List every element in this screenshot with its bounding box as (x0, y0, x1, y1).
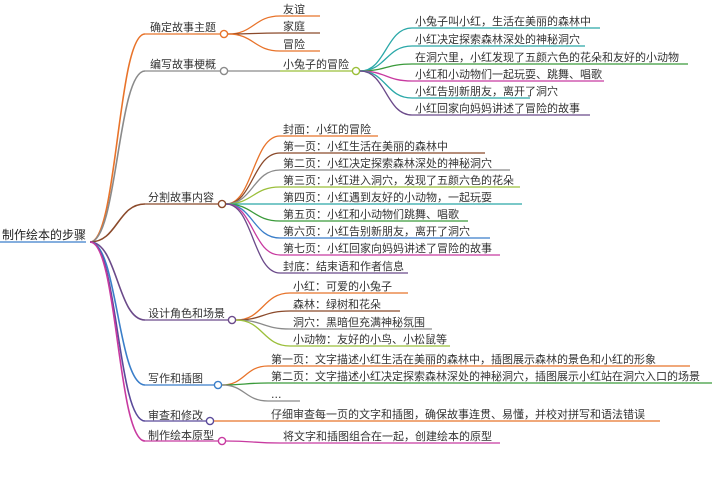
design-xiaohong[interactable]: 小红：可爱的小兔子 (293, 280, 392, 293)
branch-review[interactable]: 审查和修改 (148, 409, 203, 422)
leaf-connector (221, 384, 269, 402)
branch-design[interactable]: 设计角色和场景 (148, 307, 225, 320)
leaf-connector (225, 152, 281, 205)
design-animals[interactable]: 小动物：友好的小鸟、小松鼠等 (293, 333, 447, 346)
branch-collapse-dot[interactable] (219, 29, 229, 39)
writing-page-2[interactable]: 第二页：文字描述小红决定探索森林深处的神秘洞穴，插图展示小红站在洞穴入口的场景 (271, 370, 700, 383)
root-node[interactable]: 制作绘本的步骤 (2, 228, 87, 242)
outline-item-5[interactable]: 小红告别新朋友，离开了洞穴 (415, 85, 558, 98)
page-1[interactable]: 第一页：小红生活在美丽的森林中 (283, 140, 448, 153)
root-branch-connector (89, 70, 146, 243)
outline-story-node[interactable]: 小兔子的冒险 (283, 58, 349, 71)
writing-more[interactable]: ... (271, 388, 282, 401)
leaf-connector (225, 135, 281, 205)
branch-writing[interactable]: 写作和插图 (148, 372, 203, 385)
topic-friendship[interactable]: 友谊 (283, 3, 305, 16)
topic-adventure[interactable]: 冒险 (283, 38, 305, 51)
branch-collapse-dot[interactable] (217, 199, 227, 209)
writing-page-1[interactable]: 第一页：文字描述小红生活在美丽的森林中，插图展示森林的景色和小红的形象 (271, 353, 656, 366)
node-collapse-dot[interactable] (351, 66, 361, 76)
leaf-connector (235, 319, 291, 347)
page-back-cover[interactable]: 封底：结束语和作者信息 (283, 260, 404, 273)
outline-item-2[interactable]: 小红决定探索森林深处的神秘洞穴 (415, 33, 580, 46)
leaf-connector (225, 203, 281, 274)
page-3[interactable]: 第三页：小红进入洞穴，发现了五颜六色的花朵 (283, 174, 514, 187)
root-branch-connector (89, 241, 146, 386)
outline-item-1[interactable]: 小兔子叫小红，生活在美丽的森林中 (415, 15, 591, 28)
page-4[interactable]: 第四页：小红遇到友好的小动物，一起玩耍 (283, 191, 492, 204)
leaf-connector (225, 203, 281, 256)
review-detail[interactable]: 仔细审查每一页的文字和插图，确保故事连贯、易懂，并校对拼写和语法错误 (271, 408, 645, 421)
root-branch-connector (89, 241, 146, 422)
page-2[interactable]: 第二页：小红决定探索森林深处的神秘洞穴 (283, 157, 492, 170)
branch-collapse-dot[interactable] (219, 66, 229, 76)
page-6[interactable]: 第六页：小红告别新朋友，离开了洞穴 (283, 225, 470, 238)
branch-collapse-dot[interactable] (213, 380, 223, 390)
branch-topic[interactable]: 确定故事主题 (150, 21, 216, 34)
branch-collapse-dot[interactable] (227, 315, 237, 325)
root-branch-connector (89, 241, 146, 442)
page-5[interactable]: 第五页：小红和小动物们跳舞、唱歌 (283, 208, 459, 221)
leaf-connector (359, 70, 413, 116)
branch-outline[interactable]: 编写故事梗概 (150, 58, 216, 71)
page-cover[interactable]: 封面：小红的冒险 (283, 123, 371, 136)
branch-prototype[interactable]: 制作绘本原型 (148, 429, 214, 442)
topic-family[interactable]: 家庭 (283, 20, 305, 33)
page-7[interactable]: 第七页：小红回家向妈妈讲述了冒险的故事 (283, 242, 492, 255)
prototype-detail[interactable]: 将文字和插图组合在一起，创建绘本的原型 (283, 430, 492, 443)
branch-collapse-dot[interactable] (205, 416, 215, 426)
outline-item-6[interactable]: 小红回家向妈妈讲述了冒险的故事 (415, 102, 580, 115)
outline-item-4[interactable]: 小红和小动物们一起玩耍、跳舞、唱歌 (415, 68, 602, 81)
root-branch-connector (89, 203, 146, 243)
branch-pages[interactable]: 分割故事内容 (148, 191, 214, 204)
leaf-connector (225, 440, 281, 444)
outline-item-3[interactable]: 在洞穴里，小红发现了五颜六色的花朵和友好的小动物 (415, 51, 679, 64)
root-branch-connector (89, 33, 146, 243)
leaf-connector (227, 33, 281, 52)
design-forest[interactable]: 森林：绿树和花朵 (293, 298, 381, 311)
leaf-connector (221, 365, 269, 386)
design-cave[interactable]: 洞穴：黑暗但充满神秘氛围 (293, 316, 425, 329)
branch-collapse-dot[interactable] (217, 436, 227, 446)
leaf-connector (227, 15, 281, 35)
root-branch-connector (89, 241, 146, 321)
